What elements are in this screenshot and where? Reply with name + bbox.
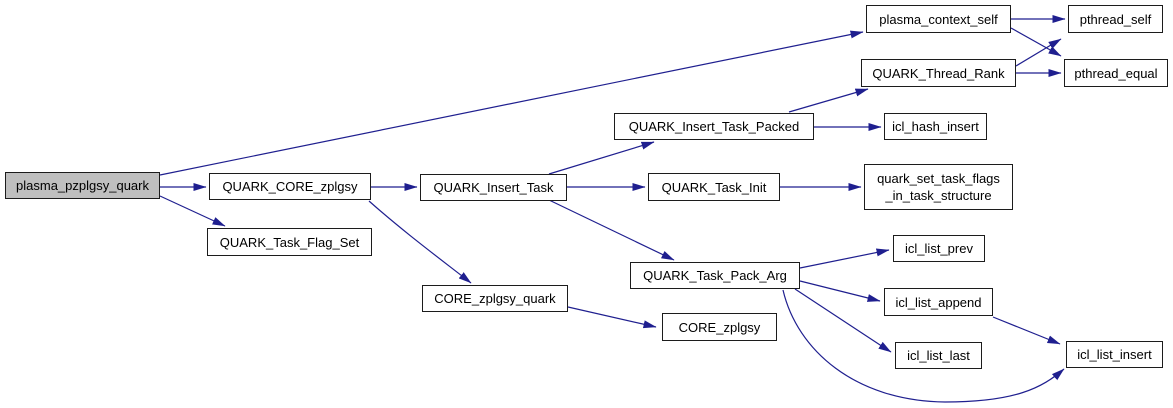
node-pthread-equal[interactable]: pthread_equal bbox=[1064, 59, 1168, 87]
node-icl-list-append[interactable]: icl_list_append bbox=[884, 288, 993, 316]
edge-quark-insert-task-to-quark-task-pack-arg bbox=[548, 199, 675, 261]
node-quark-insert-task[interactable]: QUARK_Insert_Task bbox=[420, 174, 567, 201]
node-quark-task-flag-set[interactable]: QUARK_Task_Flag_Set bbox=[207, 228, 372, 256]
node-icl-list-insert[interactable]: icl_list_insert bbox=[1066, 341, 1163, 368]
edge-quark-thread-rank-to-pthread-self bbox=[1015, 38, 1062, 67]
node-icl-list-last[interactable]: icl_list_last bbox=[895, 342, 982, 369]
node-quark-task-init[interactable]: QUARK_Task_Init bbox=[648, 173, 780, 201]
edge-core-zplgsy-quark-to-core-zplgsy bbox=[567, 306, 657, 329]
edge-icl-list-append-to-icl-list-insert bbox=[992, 316, 1061, 345]
edge-plasma-pzplgsy-quark-to-plasma-context-self bbox=[159, 30, 864, 176]
node-core-zplgsy-quark[interactable]: CORE_zplgsy_quark bbox=[422, 285, 568, 312]
node-quark-set-task-flags-in-task-structure[interactable]: quark_set_task_flags _in_task_structure bbox=[864, 164, 1013, 210]
node-plasma-pzplgsy-quark: plasma_pzplgsy_quark bbox=[5, 172, 160, 199]
node-quark-insert-task-packed[interactable]: QUARK_Insert_Task_Packed bbox=[614, 113, 814, 140]
node-icl-hash-insert[interactable]: icl_hash_insert bbox=[884, 113, 987, 140]
edge-plasma-context-self-to-pthread-equal bbox=[1010, 27, 1062, 57]
node-plasma-context-self[interactable]: plasma_context_self bbox=[866, 5, 1011, 33]
node-core-zplgsy[interactable]: CORE_zplgsy bbox=[662, 313, 777, 341]
edge-quark-insert-task-packed-to-quark-thread-rank bbox=[788, 88, 869, 113]
node-quark-core-zplgsy[interactable]: QUARK_CORE_zplgsy bbox=[209, 173, 371, 200]
edge-quark-task-pack-arg-to-icl-list-last bbox=[794, 288, 892, 353]
edge-quark-task-pack-arg-to-icl-list-insert bbox=[782, 289, 1065, 403]
edge-quark-core-zplgsy-to-core-zplgsy-quark bbox=[368, 200, 472, 284]
node-quark-task-pack-arg[interactable]: QUARK_Task_Pack_Arg bbox=[630, 262, 800, 289]
edge-quark-task-pack-arg-to-icl-list-append bbox=[799, 280, 881, 302]
edge-quark-task-pack-arg-to-icl-list-prev bbox=[799, 248, 890, 269]
node-pthread-self[interactable]: pthread_self bbox=[1068, 5, 1163, 33]
node-quark-thread-rank[interactable]: QUARK_Thread_Rank bbox=[861, 59, 1016, 87]
edge-plasma-pzplgsy-quark-to-quark-task-flag-set bbox=[159, 195, 226, 227]
edge-quark-insert-task-to-quark-insert-task-packed bbox=[548, 141, 655, 175]
node-icl-list-prev[interactable]: icl_list_prev bbox=[893, 235, 985, 262]
